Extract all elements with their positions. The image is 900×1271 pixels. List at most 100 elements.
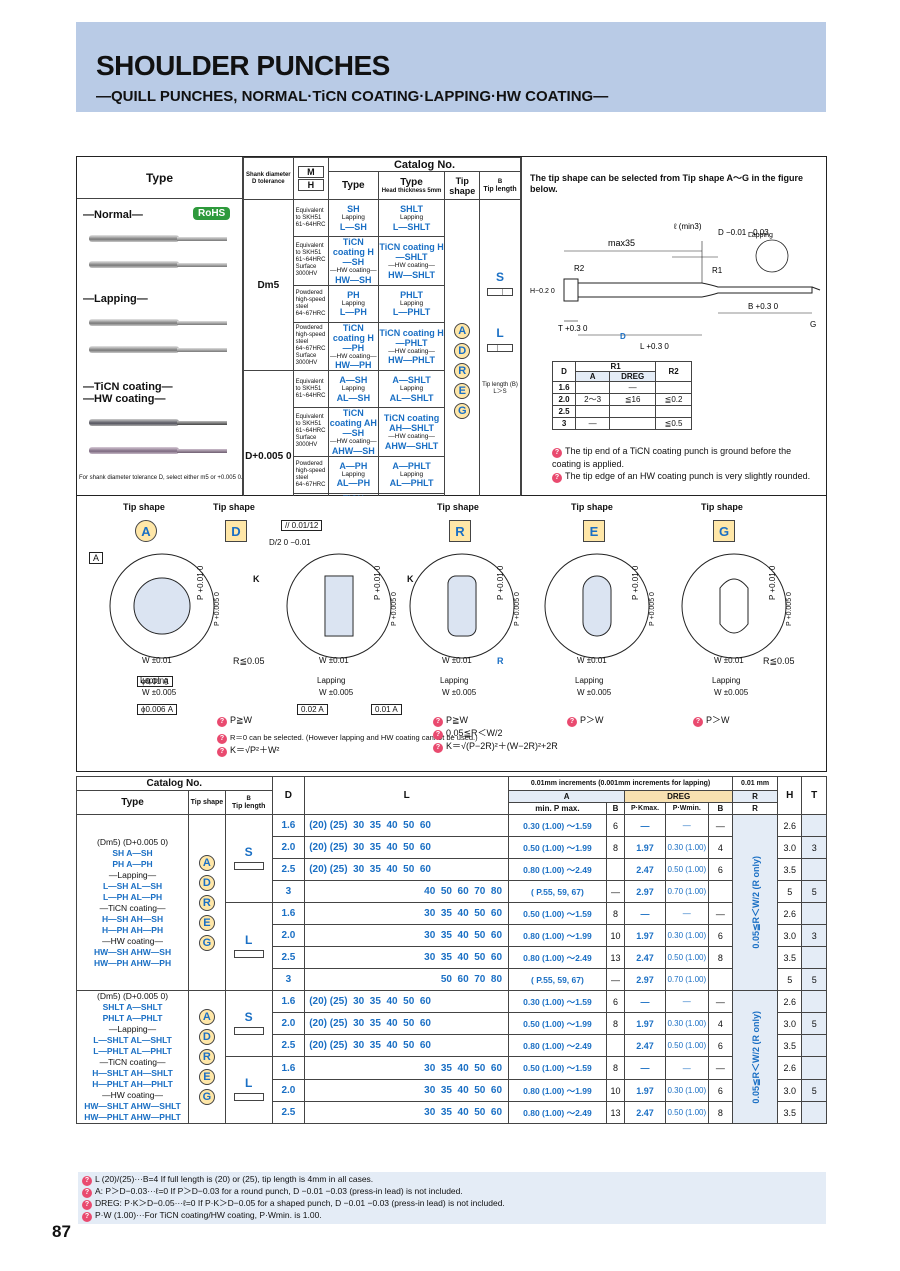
- sym-lap: 0.01 A: [371, 704, 402, 715]
- tip-shape-g[interactable]: G: [454, 402, 471, 419]
- w-lap-label: W ±0.005: [319, 688, 354, 697]
- b2-cell: 6: [707, 1034, 734, 1057]
- rod-tip: [177, 449, 227, 453]
- tip-shape-d[interactable]: D: [454, 342, 471, 359]
- b2-cell: —: [707, 902, 734, 925]
- dim-d-marker: D: [620, 332, 626, 341]
- r-table-cell: —: [575, 417, 611, 430]
- p-lap-label: P +0.005 0: [214, 592, 221, 626]
- d-cell: 2.5: [271, 1101, 306, 1124]
- group-type-line: L—PHLT AL—PHLT: [93, 1046, 172, 1056]
- b-cell: —: [605, 880, 626, 903]
- page-number: 87: [52, 1222, 71, 1241]
- b-cell: 6: [605, 990, 626, 1013]
- p-tol-label: P +0.01 0: [768, 565, 777, 600]
- catalog-type-a: TiCN coating H—SH—HW coating—HW—SH: [328, 236, 379, 286]
- w-tol-label: W ±0.01: [714, 656, 744, 665]
- tip-shape-a[interactable]: A: [454, 322, 471, 339]
- catalog-type-b: TiCN coating H—SHLT—HW coating—HW—SHLT: [377, 236, 446, 286]
- t-cell: [801, 990, 827, 1013]
- pk-cell: 2.47: [624, 1034, 666, 1057]
- catalog-code: A—SHLT: [392, 375, 431, 386]
- cat-type-header: Type: [328, 171, 379, 200]
- group-type-line: L—PH AL—PH: [102, 891, 163, 902]
- l-cell: 30 35 40 50 60: [304, 946, 510, 969]
- bottom-note-3: ?DREG: P·K＞D−0.05···ℓ=0 If P·K＞D−0.05 fo…: [82, 1198, 822, 1210]
- bt-tip-r[interactable]: R: [198, 1049, 215, 1065]
- tip-shapes-drawing: [109, 553, 787, 659]
- sym-tol: 0.02 A: [297, 704, 328, 715]
- tip-shape-label: Tip shape: [701, 502, 743, 512]
- p-tol-label: P +0.01 0: [373, 565, 382, 600]
- b-cell: —: [605, 968, 626, 991]
- catalog-code: AHW—SH: [331, 445, 375, 456]
- d-cell: 2.0: [271, 1012, 306, 1035]
- catalog-code: Lapping: [399, 299, 424, 307]
- p-cell: 0.80 (1.00) ～1.99: [508, 1079, 607, 1102]
- r-table-cell: 2.0: [551, 393, 577, 406]
- bt-tip-g[interactable]: G: [198, 1089, 215, 1105]
- d-cell: 2.5: [271, 858, 306, 881]
- tip-shape-d-badge[interactable]: D: [225, 520, 247, 542]
- tip-shape-r[interactable]: R: [454, 362, 471, 379]
- catalog-code: Lapping: [341, 385, 365, 393]
- conc-tol: ϕ0.01 A: [137, 676, 173, 687]
- bt-tip-a[interactable]: A: [198, 854, 215, 871]
- bt-tip-d[interactable]: D: [198, 874, 215, 891]
- tip-shape-e-badge[interactable]: E: [583, 520, 605, 542]
- tip-shape-r-badge[interactable]: R: [449, 520, 471, 542]
- punch-dimension-drawing: max35 ℓ (min3) D −0.01 −0.03 R2 R1 Lappi…: [530, 222, 821, 351]
- tip-note-e: ?P＞W: [567, 714, 667, 727]
- catalog-type-b: TiCN coating AH—SHLT—HW coating—AHW—SHLT: [377, 407, 446, 457]
- tip-shape-a-badge[interactable]: A: [135, 520, 157, 542]
- p-tol-label: P +0.01 0: [496, 565, 505, 600]
- bt-tip-d[interactable]: D: [198, 1029, 215, 1045]
- bt-tip-e[interactable]: E: [198, 1069, 215, 1085]
- p-cell: 0.50 (1.00) ～1.99: [508, 836, 607, 859]
- bt-minp-header: min. P max.: [508, 802, 607, 815]
- w-lap-label: W ±0.005: [142, 688, 177, 697]
- tip-shape-header: Tip shape: [444, 171, 480, 200]
- catalog-type-a: TiCN coating H—PH—HW coating—HW—PH: [328, 321, 379, 371]
- tip-note-g: ?P＞W: [693, 714, 793, 727]
- bt-tip-g[interactable]: G: [198, 934, 215, 951]
- bottom-note-3-text: DREG: P·K＞D−0.05···ℓ=0 If P·K＞D−0.05 for…: [95, 1198, 505, 1208]
- tip-shape-e[interactable]: E: [454, 382, 471, 399]
- catalog-code: L—SHLT: [392, 221, 431, 232]
- tip-note-a: ?P≧W: [217, 714, 437, 727]
- b-cell: 8: [605, 836, 626, 859]
- p-cell: ( P.55, 59, 67): [508, 880, 607, 903]
- bt-type-header: Type: [75, 790, 190, 815]
- tip-note-e-text: P＞W: [580, 715, 604, 725]
- r-label: R: [497, 656, 504, 666]
- group-type-line: (Dm5) (D+0.005 0): [96, 836, 169, 847]
- r005-d: R≦0.05: [233, 656, 265, 666]
- catalog-type-b: TiCN coating H—PHLT—HW coating—HW—PHLT: [377, 321, 446, 371]
- h-cell: 3.5: [776, 946, 803, 969]
- dim-d-tol: D −0.01 −0.03: [718, 228, 769, 237]
- bt-tip-r[interactable]: R: [198, 894, 215, 911]
- d-cell: 2.5: [271, 946, 306, 969]
- rod-normal-1: [89, 235, 179, 242]
- group-type-line: L—SH AL—SH: [102, 880, 163, 891]
- label-lapping: —Lapping—: [83, 293, 148, 305]
- r-table-cell: 1.6: [551, 381, 577, 394]
- l-cell: 30 35 40 50 60: [304, 1079, 510, 1102]
- label-hw: —HW coating—: [83, 393, 166, 405]
- tip-length-s: S: [495, 270, 504, 284]
- bt-tip-e[interactable]: E: [198, 914, 215, 931]
- group-type-line: HW—SHLT AHW—SHLT: [84, 1101, 181, 1111]
- material-cell: Equivalent to SKH51 61~64HRC Surface 300…: [292, 236, 330, 286]
- dim-b: B +0.3 0: [748, 302, 779, 311]
- r-table-cell: [609, 405, 657, 418]
- pk-cell: 1.97: [624, 1012, 666, 1035]
- tip-shape-g-badge[interactable]: G: [713, 520, 735, 542]
- bt-tip-a[interactable]: A: [198, 1009, 215, 1025]
- p-cell: 0.80 (1.00) ～2.49: [508, 946, 607, 969]
